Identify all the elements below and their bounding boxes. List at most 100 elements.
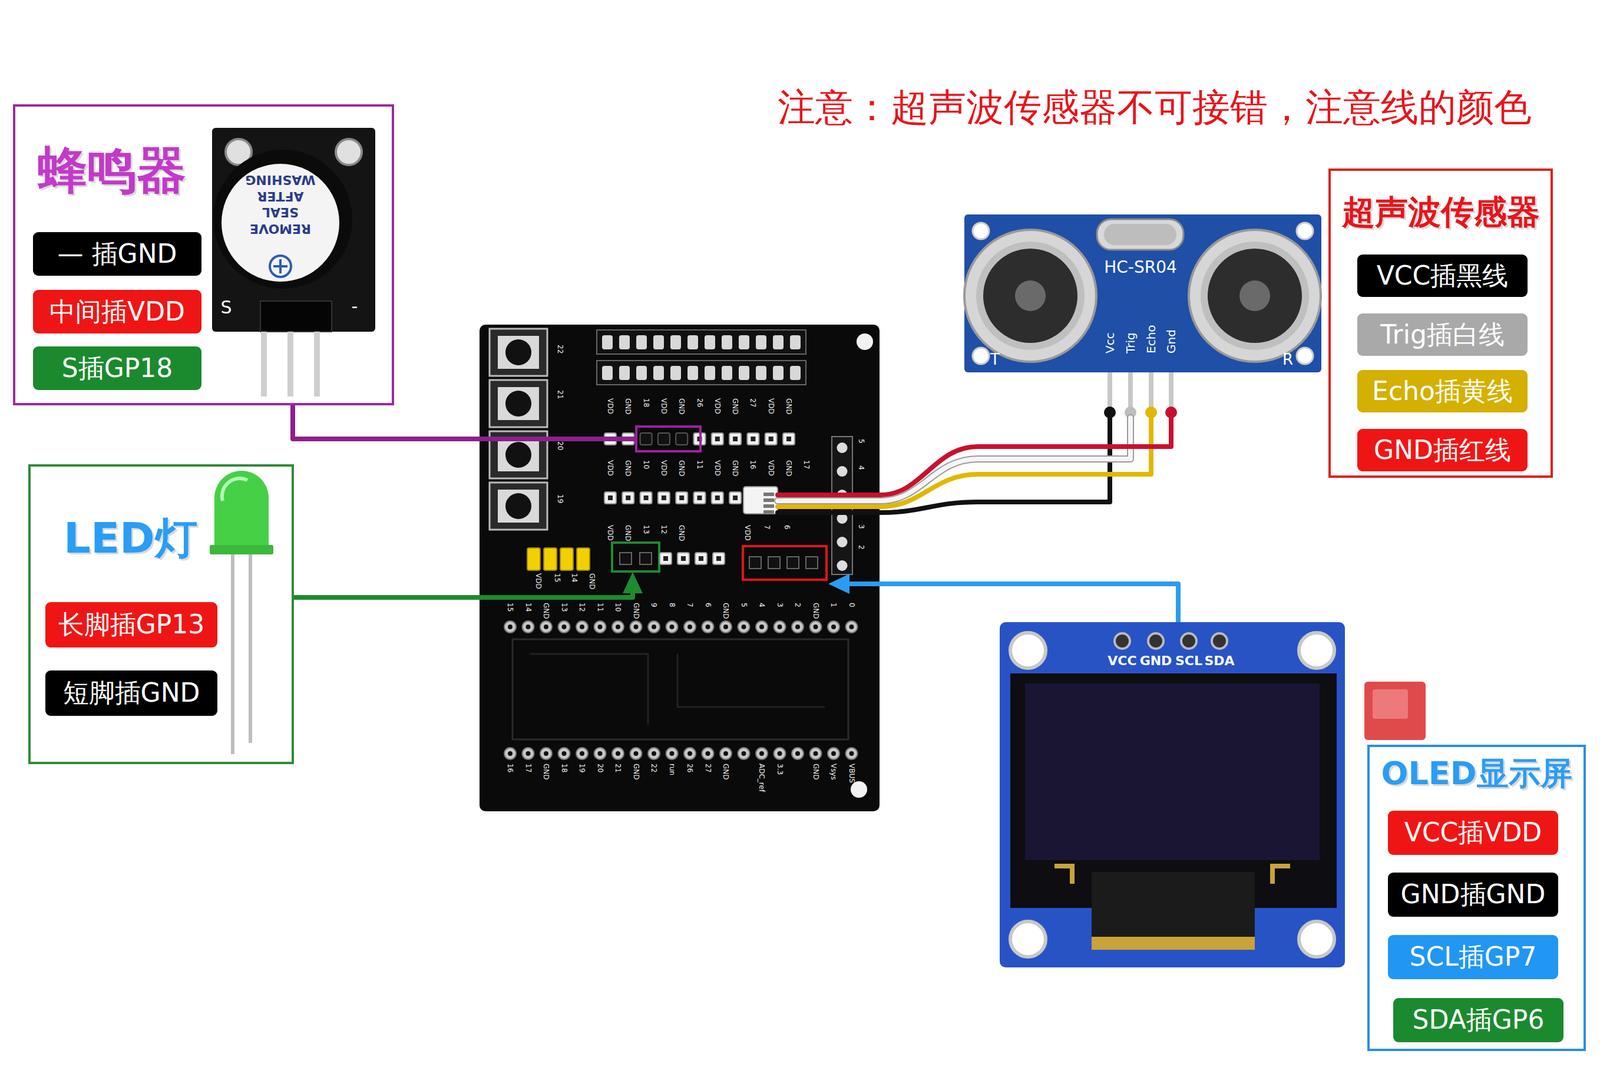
pico-pin bbox=[738, 747, 750, 760]
sensor-wire-line bbox=[777, 417, 1172, 495]
buzzer-module-part bbox=[313, 331, 320, 397]
pico-pin bbox=[705, 751, 711, 756]
pin-label: 20 bbox=[596, 763, 604, 773]
header-socket bbox=[636, 365, 647, 380]
pico-pin bbox=[669, 751, 675, 756]
pin-label: VDD bbox=[660, 398, 668, 415]
pin-label: GND bbox=[588, 573, 596, 590]
pin-label: GND bbox=[722, 763, 730, 780]
header-pin bbox=[698, 556, 704, 561]
pin-label: 22 bbox=[556, 344, 564, 354]
pico-pin bbox=[597, 751, 603, 756]
header-pin bbox=[677, 552, 690, 565]
pin-label: 16 bbox=[506, 763, 514, 773]
pcb-board-drawing-part bbox=[489, 379, 548, 428]
pin-label: 4 bbox=[857, 465, 865, 471]
buzzer-module bbox=[212, 127, 376, 397]
pin-label: GND bbox=[632, 763, 640, 780]
pico-pin bbox=[845, 620, 858, 633]
ultrasonic-module-drawing-part bbox=[1296, 347, 1314, 365]
pill-text: 短脚插GND bbox=[63, 678, 201, 707]
pin-label: GND bbox=[678, 398, 686, 415]
pin-label: 19 bbox=[556, 494, 564, 504]
oled-module-drawing-part bbox=[1211, 633, 1228, 649]
buzzer-module-part bbox=[212, 127, 376, 332]
pin-label: VBUS bbox=[848, 763, 856, 783]
pico-pin bbox=[615, 624, 621, 630]
pico-pin bbox=[777, 751, 783, 756]
pin-label: 18 bbox=[560, 763, 568, 773]
pico-pin bbox=[741, 751, 747, 756]
pcb-board-drawing-part bbox=[497, 438, 540, 472]
pin-marking: - bbox=[351, 297, 359, 316]
header-pin bbox=[639, 552, 652, 565]
connector-slot bbox=[763, 510, 775, 514]
header-pin bbox=[663, 556, 669, 561]
pico-pin bbox=[719, 747, 732, 760]
pcb-board-drawing-part bbox=[850, 781, 868, 798]
pico-pin bbox=[633, 624, 639, 630]
pico-pin bbox=[810, 747, 822, 760]
connector-slot bbox=[763, 492, 775, 497]
pico-pin bbox=[813, 751, 819, 756]
ultrasonic-module-drawing-part bbox=[1200, 241, 1309, 350]
panel-title: LED灯 bbox=[63, 513, 198, 563]
oled-connector-line bbox=[841, 583, 1179, 623]
pin-label: 21 bbox=[614, 763, 622, 773]
pcb-board-drawing-part bbox=[596, 329, 806, 355]
pico-pin bbox=[594, 747, 607, 760]
pico-pin bbox=[576, 747, 588, 760]
pico-pin bbox=[558, 747, 571, 760]
pin-label: 19 bbox=[578, 763, 586, 773]
module-marking: T bbox=[990, 351, 1000, 368]
pico-pin bbox=[526, 624, 531, 630]
header-socket bbox=[789, 335, 801, 350]
pin-instruction-pill: SDA插GP6 bbox=[1393, 997, 1564, 1043]
header-socket bbox=[738, 365, 750, 380]
panel-title: 蜂鸣器 bbox=[37, 141, 187, 200]
pico-pin bbox=[723, 751, 729, 756]
pin-label: 15 bbox=[553, 573, 561, 583]
pin-label: 2 bbox=[794, 602, 802, 608]
pcb-board-drawing-part bbox=[512, 639, 849, 740]
pin-label: GND bbox=[678, 524, 686, 542]
pcb-board-drawing-part bbox=[505, 441, 532, 468]
pin-label: 2 bbox=[857, 544, 865, 550]
pin-instruction-pill: VCC插黑线 bbox=[1357, 254, 1528, 297]
pico-pin bbox=[579, 624, 585, 630]
pcb-board-drawing-part bbox=[497, 335, 540, 369]
ultrasonic-module: HC-SR04VccTrigEchoGndTR bbox=[964, 214, 1322, 418]
pico-pin bbox=[504, 747, 517, 760]
pin-instruction-pill: 短脚插GND bbox=[45, 670, 218, 716]
yellow-pin bbox=[560, 547, 574, 571]
oled-port-frame bbox=[742, 546, 827, 580]
pcb-board-drawing-part bbox=[497, 387, 540, 421]
ultrasonic-module-drawing-part bbox=[1015, 280, 1046, 312]
pico-pin bbox=[687, 624, 693, 630]
ultrasonic-module-drawing-part bbox=[1103, 223, 1177, 246]
pin-label: VDD bbox=[606, 524, 614, 541]
pcb-board-drawing-part bbox=[856, 333, 874, 350]
pin-label: 17 bbox=[802, 460, 811, 469]
pin-label: GND bbox=[632, 602, 640, 620]
warning-note: 注意：超声波传感器不可接错，注意线的颜色 bbox=[777, 88, 1532, 127]
buzzer-sticker-text: WASHING bbox=[245, 173, 316, 187]
pico-pin bbox=[630, 747, 643, 760]
header-hole bbox=[837, 465, 848, 477]
pin-label: GND bbox=[624, 524, 632, 542]
pico-pin bbox=[810, 620, 822, 633]
pico-pin bbox=[612, 620, 624, 633]
pico-pin bbox=[543, 624, 549, 630]
module-marking: Echo bbox=[1145, 324, 1157, 354]
pico-pin bbox=[504, 620, 517, 633]
header-pin bbox=[693, 491, 706, 504]
header-socket bbox=[687, 365, 699, 380]
pico-pin bbox=[683, 620, 696, 633]
pico-pin bbox=[845, 747, 858, 760]
header-pin bbox=[787, 556, 799, 569]
led-illustration-part bbox=[209, 544, 274, 555]
pin-label: 22 bbox=[650, 763, 658, 773]
pin-label: GND bbox=[624, 460, 632, 477]
ultrasonic-module-drawing-part bbox=[983, 248, 1078, 343]
pcb-board-drawing-part bbox=[505, 390, 532, 417]
